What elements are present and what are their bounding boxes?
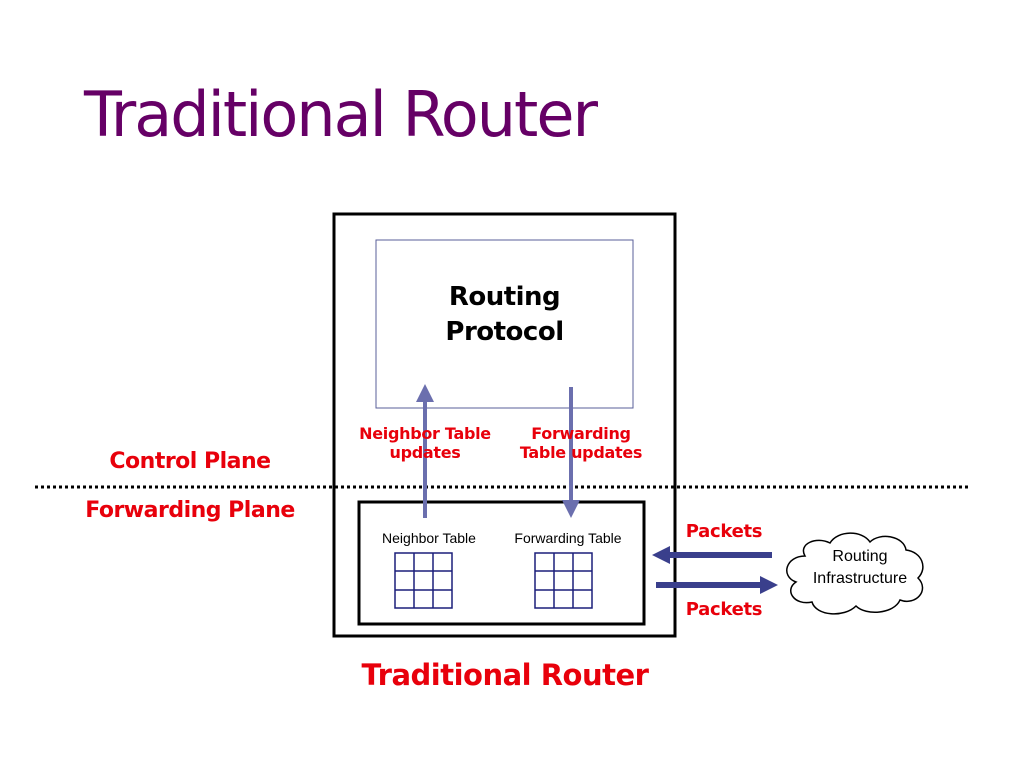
control-plane-label: Control Plane [109,449,271,474]
outbound-packets-arrow [656,576,778,594]
inbound-packets-arrow [652,546,772,564]
neighbor-table-label: Neighbor Table [382,530,476,546]
forwarding-updates-line2: Table updates [519,443,643,463]
slide-title: Traditional Router [84,78,598,151]
forwarding-plane-label: Forwarding Plane [85,498,295,523]
forwarding-table-updates-label: Forwarding Table updates [506,424,656,462]
forwarding-updates-line1: Forwarding [531,424,631,443]
forwarding-update-arrow [562,387,580,518]
router-caption: Traditional Router [361,658,649,692]
forwarding-table-label: Forwarding Table [514,530,622,546]
router-outer-box [332,212,677,638]
routing-infrastructure-cloud-icon [786,532,924,615]
routing-protocol-label: Routing Protocol [376,280,633,350]
neighbor-table-updates-label: Neighbor Table updates [340,424,510,462]
outbound-packets-label: Packets [685,599,763,620]
neighbor-table-grid-icon [394,552,453,609]
neighbor-updates-line1: Neighbor Table [359,424,491,443]
routing-protocol-line1: Routing [448,282,561,312]
neighbor-updates-line2: updates [389,443,461,463]
cloud-label-line2: Infrastructure [812,570,908,588]
neighbor-update-arrow [416,384,434,518]
routing-protocol-box [375,239,634,409]
cloud-label-line1: Routing [832,548,888,565]
inbound-packets-label: Packets [685,521,763,542]
routing-infrastructure-label: Routing Infrastructure [790,546,930,591]
routing-protocol-line2: Protocol [445,317,564,348]
forwarding-table-grid-icon [534,552,593,609]
